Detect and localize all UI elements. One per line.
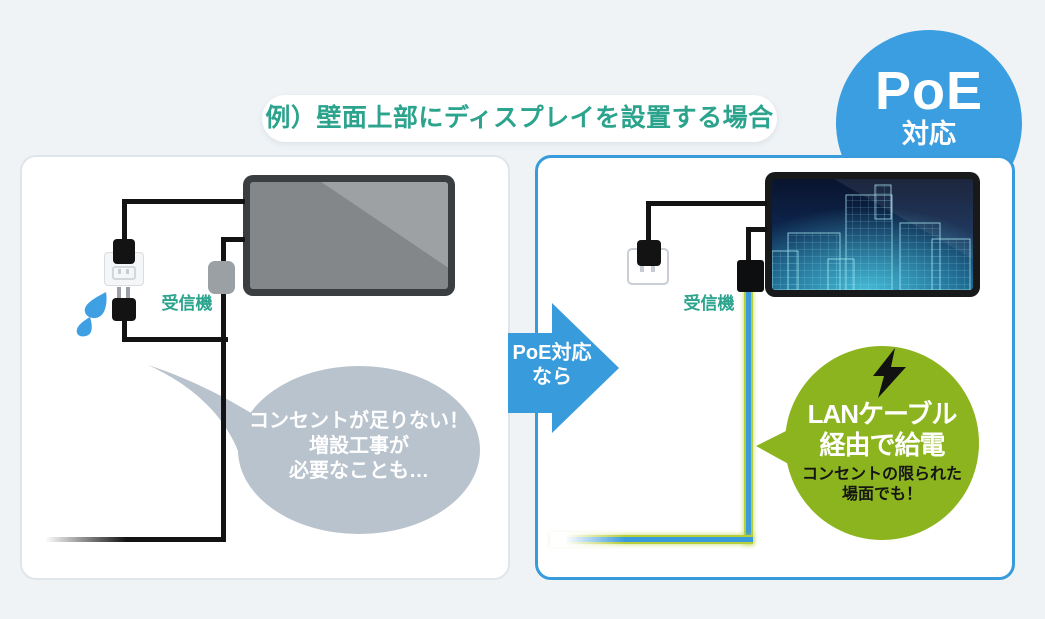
- bubble-line: 増設工事が: [309, 435, 409, 457]
- receiver-cable-h: [221, 237, 245, 242]
- lan-power-badge-note: コンセントの限られた 場面でも！: [787, 465, 977, 505]
- screen-gloss: [321, 182, 448, 268]
- badge-line: コンセントの限られた: [801, 466, 962, 483]
- receiver-cable-v-right: [746, 227, 751, 262]
- power-cable-drop-right: [646, 201, 651, 244]
- lan-cable-vertical: [744, 292, 753, 544]
- comparison-arrow: [508, 303, 619, 433]
- unplugged-plug: [112, 298, 136, 321]
- speech-bubble-text: コンセントが足りない！ 増設工事が 必要なことも…: [238, 409, 480, 484]
- lan-cable-fade: [550, 532, 625, 547]
- display-on-screen: [772, 179, 973, 290]
- arrow-line: PoE対応: [512, 342, 592, 364]
- bubble-line: 必要なことも…: [289, 460, 429, 482]
- poe-badge-text: PoE: [874, 61, 984, 121]
- unplugged-cable-v: [122, 319, 127, 342]
- display-off-screen: [250, 182, 448, 289]
- receiver-power-cable-down: [221, 292, 226, 542]
- outlet-slot: [126, 269, 129, 274]
- lan-cable-horizontal: [552, 535, 753, 544]
- green-badge-tail: [756, 427, 794, 467]
- plug-prong: [117, 287, 121, 300]
- display-off: [243, 175, 455, 296]
- outlet-slot: [640, 262, 644, 272]
- arrow-line: なら: [532, 366, 572, 388]
- bubble-line: コンセントが足りない！: [249, 410, 469, 432]
- receiver-cable-h-right: [746, 227, 767, 232]
- outlet-slot: [118, 269, 121, 274]
- lan-power-badge: [785, 346, 979, 540]
- sweat-drops-icon: [76, 292, 107, 337]
- wireframe-city-image: [772, 179, 973, 290]
- poe-badge-subtext: 対応: [902, 119, 956, 149]
- comparison-arrow-text: PoE対応 なら: [502, 341, 602, 389]
- receiver-label: 受信機: [161, 294, 213, 313]
- speech-bubble: [238, 366, 480, 534]
- floor-cable-fading: [45, 537, 226, 542]
- lan-power-badge-headline: LANケーブル 経由で給電: [785, 399, 979, 461]
- badge-line: 経由で給電: [819, 430, 945, 460]
- page-title: 例）壁面上部にディスプレイを設置する場合: [265, 104, 774, 132]
- power-cable-drop: [122, 199, 127, 244]
- receiver-device-poe: [737, 260, 764, 292]
- unplugged-cable-h: [122, 337, 228, 342]
- receiver-label: 受信機: [683, 294, 735, 313]
- receiver-device: [208, 261, 235, 294]
- badge-line: 場面でも！: [841, 486, 922, 503]
- speech-bubble-tail: [148, 365, 262, 456]
- display-on: [765, 172, 980, 297]
- lightning-bolt-icon: [873, 348, 906, 398]
- badge-line: LANケーブル: [807, 399, 958, 429]
- plugged-in-plug: [113, 239, 135, 264]
- plugged-in-plug-right: [637, 240, 661, 266]
- receiver-cable-v: [221, 237, 226, 264]
- outlet-empty-socket: [112, 266, 136, 280]
- plug-prong: [126, 287, 130, 300]
- power-cable-top-right: [646, 201, 767, 206]
- power-cable-top: [122, 199, 245, 204]
- example-title-pill: 例）壁面上部にディスプレイを設置する場合: [262, 95, 777, 142]
- outlet-slot: [651, 262, 655, 272]
